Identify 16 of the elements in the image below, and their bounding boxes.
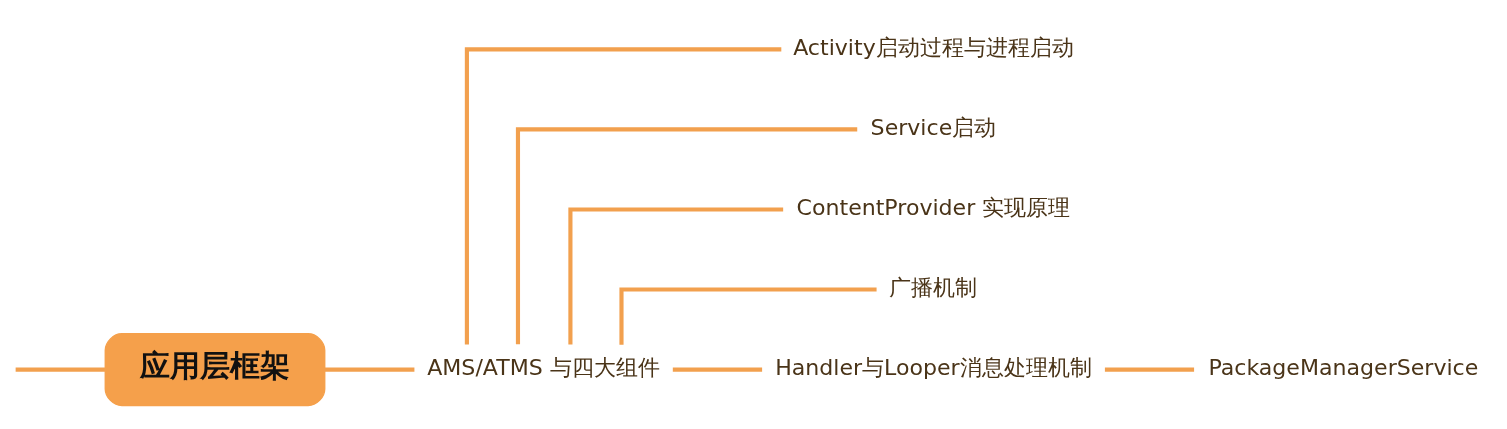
connector (619, 286, 877, 345)
connector (568, 206, 784, 345)
node-text: ContentProvider 实现原理 (796, 194, 1071, 220)
connector (1104, 367, 1195, 372)
connector (515, 126, 858, 344)
node-text: Service启动 (870, 114, 997, 140)
node-text: Activity启动过程与进程启动 (793, 34, 1074, 60)
node-box: 应用层框架 (104, 332, 326, 406)
connector (15, 367, 105, 372)
connector (324, 367, 415, 372)
connector (464, 46, 782, 344)
node-text: 广播机制 (889, 274, 978, 300)
node-text: Handler与Looper消息处理机制 (775, 354, 1092, 380)
node-text: PackageManagerService (1208, 354, 1479, 380)
node-text: AMS/ATMS 与四大组件 (427, 354, 660, 380)
connector (672, 367, 763, 372)
